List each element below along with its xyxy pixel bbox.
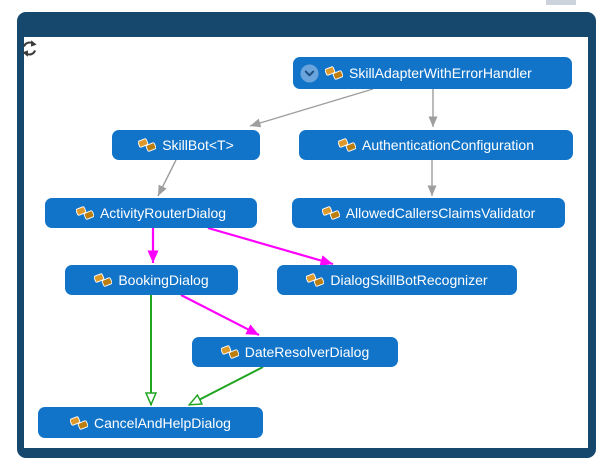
scrollbar-remnant xyxy=(546,0,576,5)
edge-activityrouterdialog-to-dialogskillbotrecognizer[interactable] xyxy=(207,226,334,266)
class-icon xyxy=(337,138,356,152)
relayout-button[interactable] xyxy=(19,39,39,59)
node-dialogskillbotrecognizer[interactable]: DialogSkillBotRecognizer xyxy=(277,265,517,295)
node-allowedcallersclaimsvalidator[interactable]: AllowedCallersClaimsValidator xyxy=(292,198,565,228)
edge-skillbot-to-activityrouterdialog[interactable] xyxy=(157,159,177,197)
node-bookingdialog[interactable]: BookingDialog xyxy=(65,265,238,295)
node-skilladapterwitherrorhandler[interactable]: SkillAdapterWithErrorHandler xyxy=(293,57,572,89)
node-label: DateResolverDialog xyxy=(244,344,370,360)
node-dateresolverdialog[interactable]: DateResolverDialog xyxy=(192,337,398,367)
class-icon xyxy=(75,206,94,220)
node-label: SkillBot<T> xyxy=(162,137,234,153)
refresh-layout-icon xyxy=(20,40,39,61)
node-activityrouterdialog[interactable]: ActivityRouterDialog xyxy=(45,198,257,228)
node-cancelandhelpdialog[interactable]: CancelAndHelpDialog xyxy=(38,407,263,438)
class-icon xyxy=(306,273,325,287)
edge-skilladapterwitherrorhandler-to-skillbot[interactable] xyxy=(249,88,374,128)
class-icon xyxy=(321,206,340,220)
graph-canvas[interactable] xyxy=(24,37,588,448)
edge-bookingdialog-to-dateresolverdialog[interactable] xyxy=(180,294,260,336)
node-label: CancelAndHelpDialog xyxy=(94,414,231,431)
node-label: BookingDialog xyxy=(118,272,209,288)
node-expander-button[interactable] xyxy=(300,64,319,83)
node-label: AuthenticationConfiguration xyxy=(361,137,534,153)
node-label: ActivityRouterDialog xyxy=(99,205,227,221)
node-label: AllowedCallersClaimsValidator xyxy=(345,205,536,221)
class-icon xyxy=(70,415,88,430)
node-label: SkillAdapterWithErrorHandler xyxy=(349,65,532,81)
node-label: DialogSkillBotRecognizer xyxy=(330,272,488,288)
expander-circle xyxy=(300,64,319,82)
class-icon xyxy=(94,273,113,287)
class-icon xyxy=(138,138,157,152)
class-icon xyxy=(220,345,239,359)
chevron-down-icon xyxy=(304,70,315,76)
edge-dateresolverdialog-to-cancelandhelpdialog[interactable] xyxy=(189,366,264,406)
node-skillbot[interactable]: SkillBot<T> xyxy=(112,130,260,160)
node-authenticationconfiguration[interactable]: AuthenticationConfiguration xyxy=(299,130,573,160)
class-icon xyxy=(325,66,343,80)
